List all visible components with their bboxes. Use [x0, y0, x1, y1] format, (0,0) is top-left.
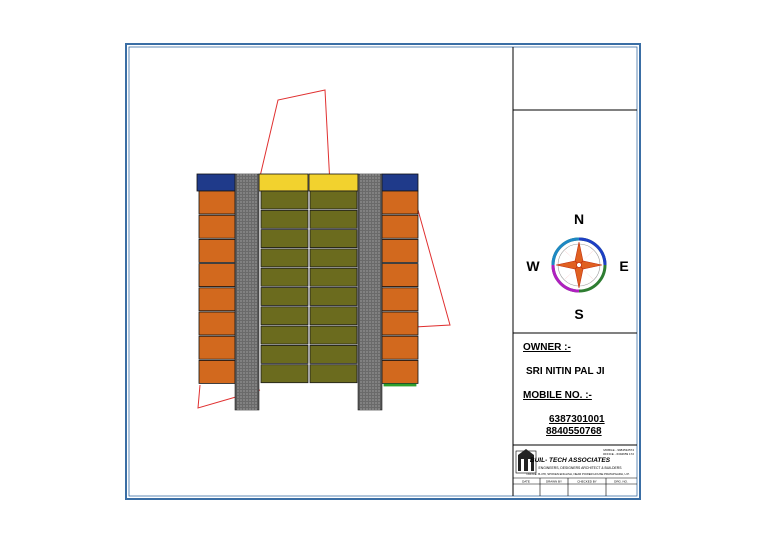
firm-address: OFFICE: B-478, SPOKEN ENGLISH, NEAR POWE… [526, 472, 629, 476]
road-right [357, 173, 383, 411]
title-row-drawn-by: DRAWN BY [546, 480, 562, 484]
plot-center-left [260, 209, 309, 229]
right-plot-column [381, 173, 419, 387]
title-block [512, 47, 637, 496]
plot-center-right [309, 248, 358, 268]
plot-right [381, 335, 419, 360]
plot-left [198, 214, 236, 239]
plot-left [198, 287, 236, 312]
plot-center-left [260, 248, 309, 268]
mobile-number-1: 6387301001 [549, 414, 605, 425]
plot-right [381, 238, 419, 263]
plot-center-right [309, 229, 358, 249]
plot-right [381, 263, 419, 288]
plot-right [381, 287, 419, 312]
plot-center-left [260, 267, 309, 287]
center-plot-block [258, 173, 359, 384]
plot-center-left [260, 306, 309, 326]
north-arrow-compass [551, 237, 607, 293]
plot-center-left [260, 190, 309, 210]
plot-center-left [260, 325, 309, 345]
plot-right [381, 190, 419, 215]
plot-right-corner [381, 173, 419, 192]
compass-east-label: E [619, 258, 628, 274]
plot-left [198, 190, 236, 215]
compass-west-label: W [526, 258, 540, 274]
firm-name: BUIL- TECH ASSOCIATES [530, 457, 611, 464]
plot-left [198, 238, 236, 263]
plot-center-left [260, 344, 309, 364]
plot-center-right [309, 209, 358, 229]
plot-left [198, 335, 236, 360]
sheet-border [125, 43, 641, 500]
plot-center-right [309, 287, 358, 306]
plot-center-left [260, 287, 309, 306]
owner-name: SRI NITIN PAL JI [526, 366, 605, 377]
left-plot-column [196, 173, 236, 384]
firm-contact-2: OFFICE - 6394659 172 [603, 452, 635, 456]
plot-right [381, 214, 419, 239]
plot-center-top-right [308, 173, 359, 192]
plot-center-right [309, 364, 358, 384]
title-row-date: DATE [522, 480, 530, 484]
road-left [234, 173, 260, 411]
owner-heading: OWNER :- [523, 342, 571, 353]
title-row-drg-no: DRG. NO. [614, 480, 628, 484]
plot-center-right [309, 325, 358, 345]
sheet-inner-border [128, 46, 638, 497]
firm-tagline: ENGINEERS, DESIGNERS ARCHITECT & BUILDER… [538, 466, 622, 470]
plot-center-right [309, 267, 358, 287]
title-row-checked-by: CHECKED BY [577, 480, 597, 484]
firm-logo [515, 449, 537, 474]
plot-left [198, 311, 236, 336]
firm-contact-1: MOBILE - 9984532574 [603, 448, 634, 452]
compass-north-label: N [574, 211, 584, 227]
plot-left [198, 359, 236, 384]
plot-right-edge [383, 383, 417, 387]
plot-left [198, 263, 236, 288]
plot-center-right [309, 344, 358, 364]
mobile-heading: MOBILE NO. :- [523, 390, 592, 401]
plot-center-right [309, 306, 358, 326]
plot-center-left [260, 229, 309, 249]
compass-south-label: S [574, 306, 583, 322]
plot-right [381, 359, 419, 384]
plot-center-top-left [258, 173, 309, 192]
mobile-number-2: 8840550768 [546, 426, 602, 437]
plot-center-left [260, 364, 309, 384]
plot-left-corner [196, 173, 236, 192]
plot-right [381, 311, 419, 336]
plot-center-right [309, 190, 358, 210]
